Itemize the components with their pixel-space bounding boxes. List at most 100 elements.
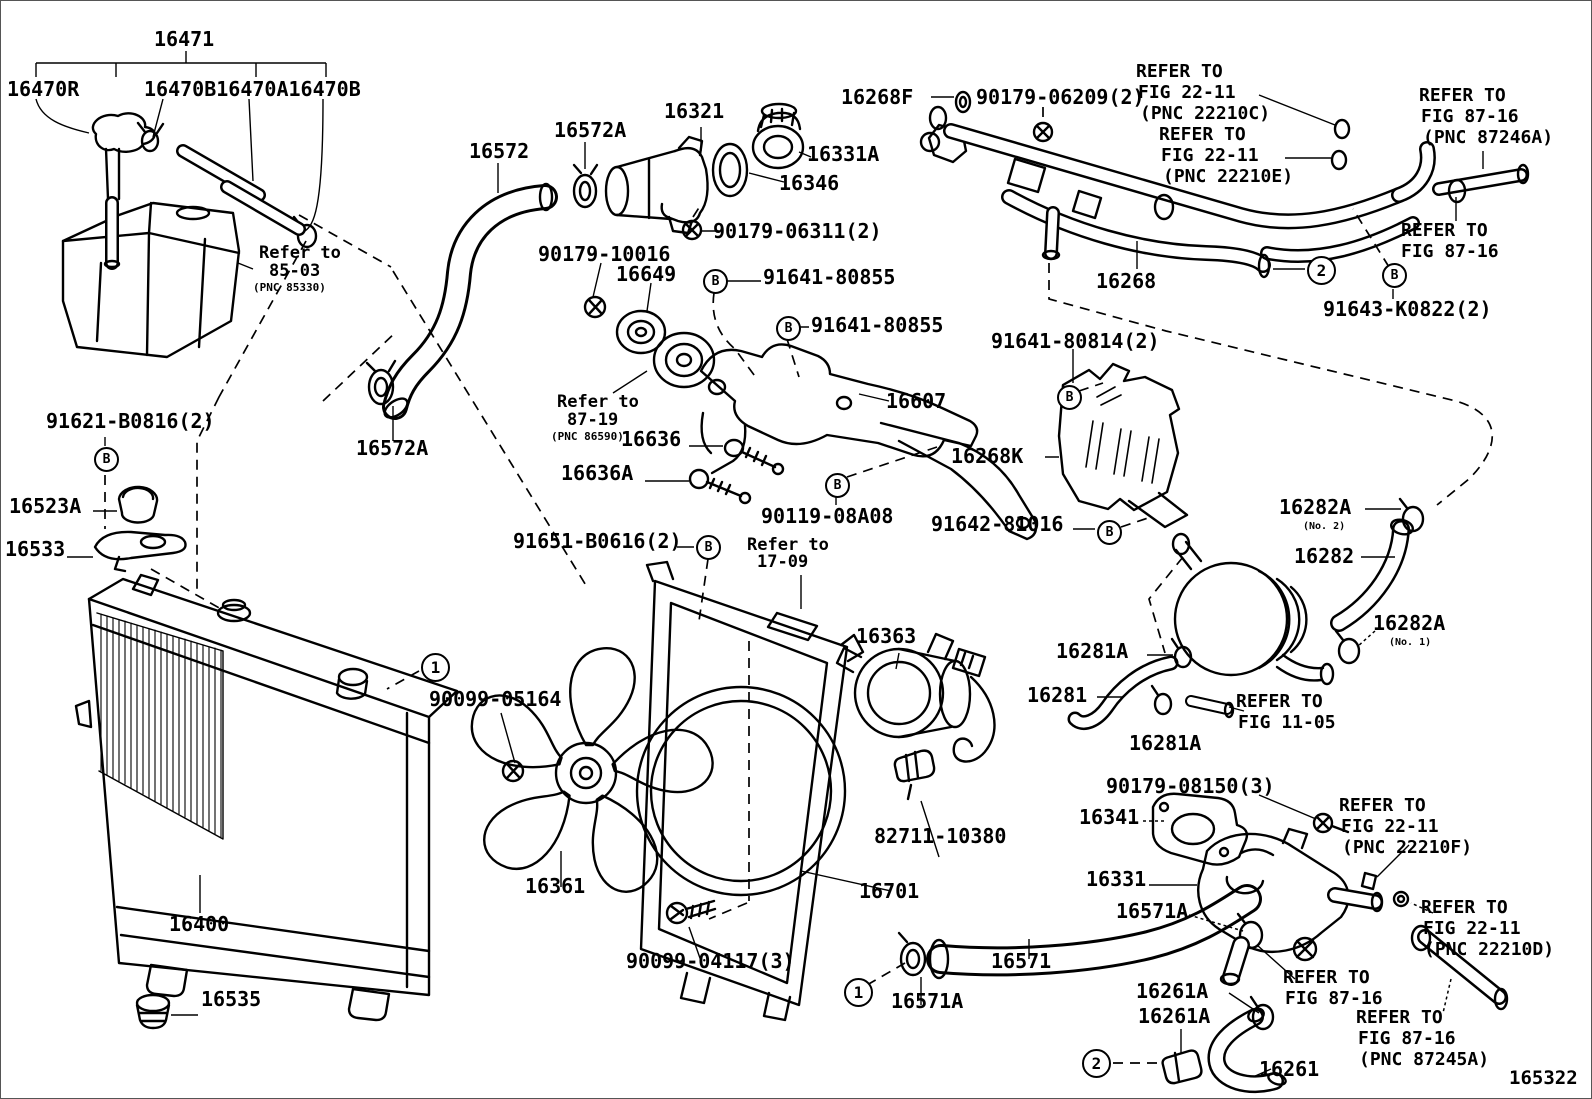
part-label: 16523A <box>9 494 82 518</box>
part-label: FIG 11-05 <box>1238 712 1336 733</box>
oil-cooler-and-hoses-drawing <box>1067 497 1425 730</box>
part-label: 16470R <box>7 77 80 101</box>
part-label: 16471 <box>154 27 215 51</box>
callout-marker-2: 2 <box>1082 1049 1111 1078</box>
part-label: 16261A <box>1138 1004 1211 1028</box>
fan-motor-drawing <box>501 632 996 801</box>
part-label: 16268K <box>951 444 1024 468</box>
part-label: 16321 <box>664 99 725 123</box>
part-label: 16533 <box>5 537 66 561</box>
part-label: 16363 <box>856 624 917 648</box>
part-label: 90179-10016 <box>538 242 671 266</box>
callout-marker-B: B <box>703 269 728 294</box>
part-label: 85-03 <box>269 261 321 281</box>
part-label: (PNC 87245A) <box>1359 1049 1490 1070</box>
part-label: 16282 <box>1294 544 1355 568</box>
part-label: 91643-K0822(2) <box>1323 297 1492 321</box>
part-label: 16281A <box>1129 731 1202 755</box>
part-label: 91651-B0616(2) <box>513 529 682 553</box>
part-label: 90179-06209(2) <box>976 85 1145 109</box>
part-label: 82711-10380 <box>874 824 1007 848</box>
part-label: 16261A <box>1136 979 1209 1003</box>
part-label: REFER TO <box>1339 795 1426 816</box>
part-label: 16572A <box>554 118 627 142</box>
part-label: 16281A <box>1056 639 1129 663</box>
callout-marker-B: B <box>1382 263 1407 288</box>
part-label: REFER TO <box>1419 85 1506 106</box>
part-label: (PNC 85330) <box>253 281 326 294</box>
part-label: REFER TO <box>1401 220 1488 241</box>
part-label: FIG 87-16 <box>1285 988 1383 1009</box>
part-label: (PNC 86590) <box>551 430 624 443</box>
callout-marker-B: B <box>1097 520 1122 545</box>
part-label: 90119-08A08 <box>761 504 894 528</box>
part-label: FIG 87-16 <box>1401 241 1499 262</box>
part-label: 16636A <box>561 461 634 485</box>
part-label: 90099-04117(3) <box>626 949 795 973</box>
part-label: 16331 <box>1086 867 1147 891</box>
part-label: FIG 22-11 <box>1341 816 1439 837</box>
part-label: 16281 <box>1027 683 1088 707</box>
callout-marker-B: B <box>776 316 801 341</box>
part-label: 16261 <box>1259 1057 1320 1081</box>
part-label: 91641-80855 <box>811 313 944 337</box>
callout-marker-2: 2 <box>1307 256 1336 285</box>
part-label: 16649 <box>616 262 677 286</box>
part-label: 16331A <box>807 142 880 166</box>
part-label: FIG 87-16 <box>1421 106 1519 127</box>
part-label: REFER TO <box>1421 897 1508 918</box>
callout-marker-B: B <box>696 535 721 560</box>
part-label: 16636 <box>621 427 682 451</box>
part-label: 16701 <box>859 879 920 903</box>
part-label: REFER TO <box>1159 124 1246 145</box>
part-label: 16400 <box>169 912 230 936</box>
part-label: 91621-B0816(2) <box>46 409 215 433</box>
part-label: (PNC 87246A) <box>1423 127 1554 148</box>
part-label: (PNC 22210C) <box>1140 103 1271 124</box>
part-label: 90099-05164 <box>429 687 562 711</box>
dotted-leaders <box>1143 630 1452 1014</box>
part-label: (PNC 22210F) <box>1342 837 1473 858</box>
callout-marker-B: B <box>825 473 850 498</box>
part-label: REFER TO <box>1356 1007 1443 1028</box>
part-label: Refer to <box>557 392 639 412</box>
drain-cap-bracket-grommet-drawing <box>93 485 187 1030</box>
part-label: FIG 22-11 <box>1423 918 1521 939</box>
part-label: 16535 <box>201 987 262 1011</box>
part-label: (No. 1) <box>1389 637 1432 648</box>
part-label: 165322 <box>1509 1067 1578 1089</box>
bypass-pipe-drawing <box>919 90 1530 279</box>
part-label: 91642-81016 <box>931 512 1064 536</box>
upper-radiator-hose-drawing <box>365 163 599 420</box>
callout-marker-B: B <box>94 447 119 472</box>
part-label: (PNC 22210E) <box>1163 166 1294 187</box>
part-label: 16282A <box>1373 611 1446 635</box>
radiator-drawing <box>74 573 459 1022</box>
part-label: (PNC 22210D) <box>1424 939 1555 960</box>
part-label: 16572A <box>356 436 429 460</box>
part-label: Refer to <box>259 243 341 263</box>
callout-marker-1: 1 <box>421 653 450 682</box>
idler-pulley-drawing <box>583 295 716 389</box>
part-label: 16571A <box>1116 899 1189 923</box>
fan-blade-drawing <box>461 646 721 904</box>
callout-marker-B: B <box>1057 385 1082 410</box>
reservoir-tubes-drawing <box>103 144 306 270</box>
reservoir-cap-and-hoses-drawing <box>91 112 318 249</box>
part-label: 17-09 <box>757 552 809 572</box>
lower-radiator-hose-drawing <box>897 884 1264 980</box>
dashed-lines <box>104 107 1493 1064</box>
leader-lines <box>35 51 1484 1078</box>
part-label: 16571 <box>991 949 1052 973</box>
part-label: FIG 22-11 <box>1138 82 1236 103</box>
part-label: 16361 <box>525 874 586 898</box>
water-outlet-thermostat-drawing <box>604 102 805 241</box>
part-label: 16572 <box>469 139 530 163</box>
heat-protector-drawing <box>1057 362 1189 529</box>
part-label: 16607 <box>886 389 947 413</box>
part-label: Refer to <box>747 535 829 555</box>
callout-marker-1: 1 <box>844 978 873 1007</box>
part-label: REFER TO <box>1283 967 1370 988</box>
part-label: FIG 22-11 <box>1161 145 1259 166</box>
